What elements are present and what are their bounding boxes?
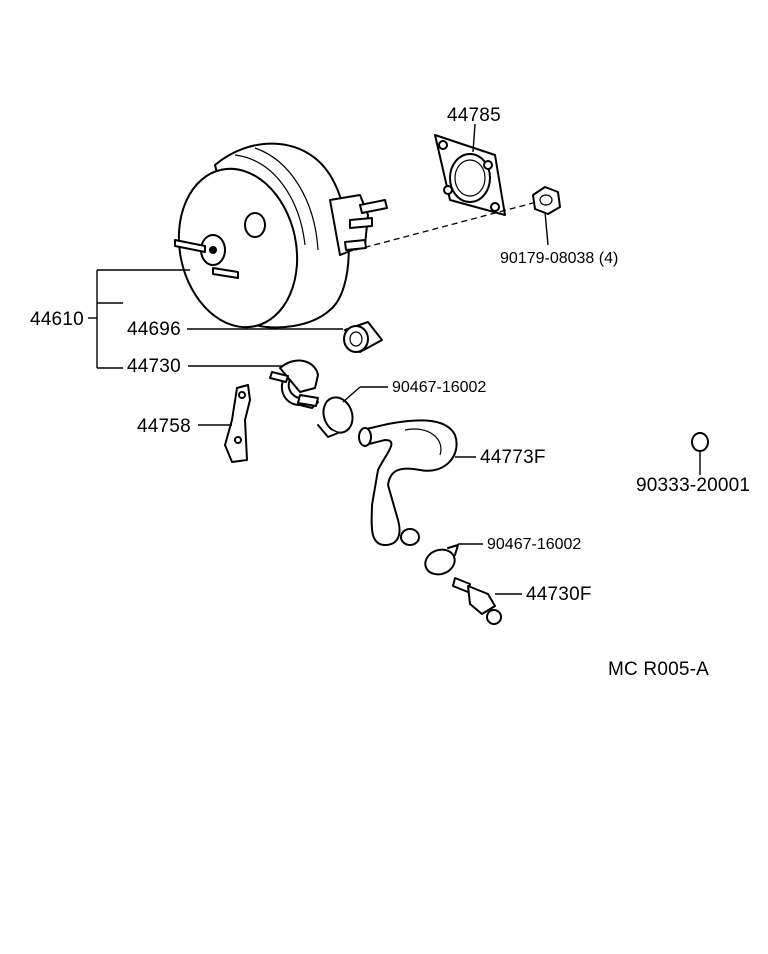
- label-check-valve: 44730: [127, 356, 181, 377]
- leader-lines: [88, 123, 701, 595]
- grommet-drawing: [343, 321, 383, 353]
- label-clamp-lower: 90467-16002: [487, 536, 581, 553]
- union-drawing: [452, 577, 502, 625]
- nut-drawing: [532, 186, 561, 215]
- label-clip: 90333-20001: [636, 475, 750, 496]
- label-grommet: 44696: [127, 319, 181, 340]
- gasket-drawing: [434, 134, 506, 216]
- label-vacuum-hose: 44773F: [480, 447, 546, 468]
- label-union: 44730F: [526, 584, 592, 605]
- check-valve-drawing: [269, 359, 319, 409]
- label-diagram-code: MC R005-A: [608, 659, 709, 680]
- brake-booster-drawing: [174, 142, 388, 329]
- install-dash-line: [354, 202, 534, 251]
- clamp-lower-drawing: [424, 544, 459, 576]
- label-gasket: 44785: [447, 105, 501, 126]
- vacuum-hose-drawing: [358, 419, 458, 546]
- label-booster-assy: 44610: [30, 309, 84, 330]
- label-bracket: 44758: [137, 416, 191, 437]
- bracket-drawing: [224, 384, 251, 463]
- clip-drawing: [691, 432, 709, 452]
- label-clamp-upper: 90467-16002: [392, 379, 486, 396]
- label-nut: 90179-08038 (4): [500, 250, 618, 267]
- clamp-upper-drawing: [317, 396, 354, 438]
